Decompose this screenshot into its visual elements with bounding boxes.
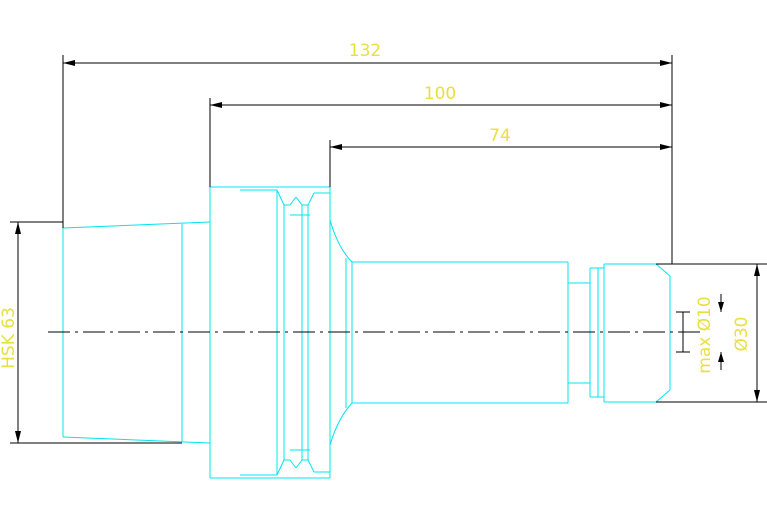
- dim-text-132: 132: [349, 41, 381, 61]
- dim-text-100: 100: [424, 84, 456, 104]
- neck-transition: [329, 219, 353, 446]
- dim-74: [330, 144, 672, 150]
- dim-diameter-30: [656, 263, 767, 403]
- dim-text-hsk: HSK 63: [0, 307, 19, 369]
- dim-hsk: [10, 221, 182, 444]
- dim-text-max-bore: max Ø10: [695, 296, 715, 373]
- dimension-texts: 132 100 74 HSK 63 max Ø10 Ø30: [0, 41, 752, 374]
- dim-max-bore: [676, 294, 724, 370]
- dim-132: [63, 60, 672, 66]
- dimension-lines: [10, 55, 767, 444]
- dim-text-diameter-30: Ø30: [732, 316, 752, 351]
- dim-100: [210, 102, 672, 108]
- dim-text-74: 74: [489, 126, 511, 146]
